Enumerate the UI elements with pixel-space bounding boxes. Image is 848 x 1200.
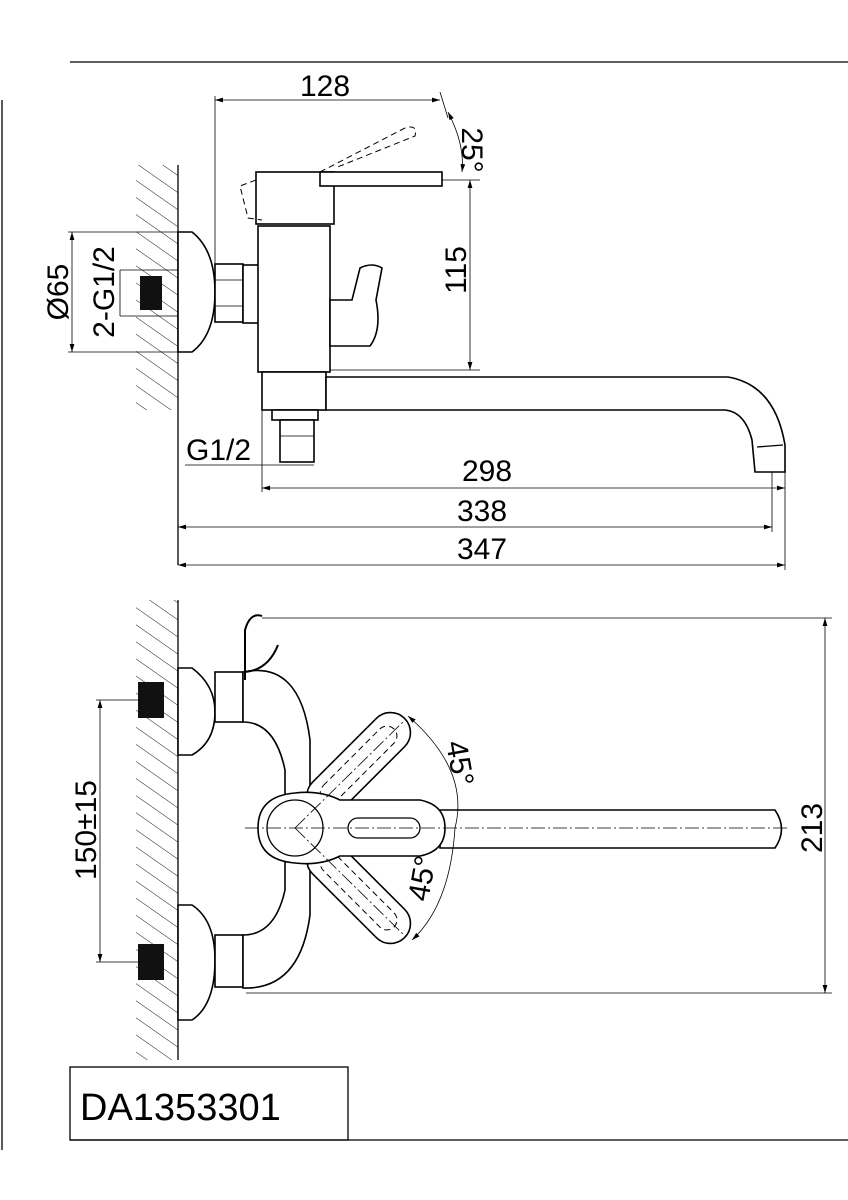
dim-height: 115 <box>440 246 473 294</box>
dim-wall-to-spout: 338 <box>457 495 507 528</box>
mixer-body <box>257 225 331 373</box>
title-block: DA1353301 <box>69 1066 349 1141</box>
drawing-frame <box>1 61 848 1150</box>
dim-total-length: 347 <box>457 533 507 566</box>
lever <box>319 171 443 187</box>
side-view: 128 25° 115 Ø65 2-G1/2 G1/2 298 338 347 <box>42 70 786 570</box>
shower-holder-hook <box>244 614 279 680</box>
wall-hatch <box>136 600 178 1060</box>
dim-width: 213 <box>796 803 829 853</box>
dim-escutcheon-diameter: Ø65 <box>42 264 75 321</box>
escutcheon <box>177 231 216 353</box>
dim-lever-reach: 128 <box>300 70 350 103</box>
mixer-body-top <box>242 669 311 989</box>
dim-lever-angle: 25° <box>455 127 488 172</box>
spout-top <box>439 809 783 849</box>
dim-angle-down: 45° <box>402 853 442 903</box>
dim-spout-reach: 298 <box>462 455 512 488</box>
model-code: DA1353301 <box>80 1087 281 1129</box>
dim-outlet-thread: G1/2 <box>186 434 251 467</box>
dim-inlet-thread: 2-G1/2 <box>88 246 121 338</box>
spout <box>325 376 786 473</box>
top-view: 45° 45° 213 150±15 <box>70 600 832 1060</box>
dim-angle-up: 45° <box>439 738 479 788</box>
inlet-thread <box>140 276 162 310</box>
dim-centers: 150±15 <box>70 780 103 880</box>
